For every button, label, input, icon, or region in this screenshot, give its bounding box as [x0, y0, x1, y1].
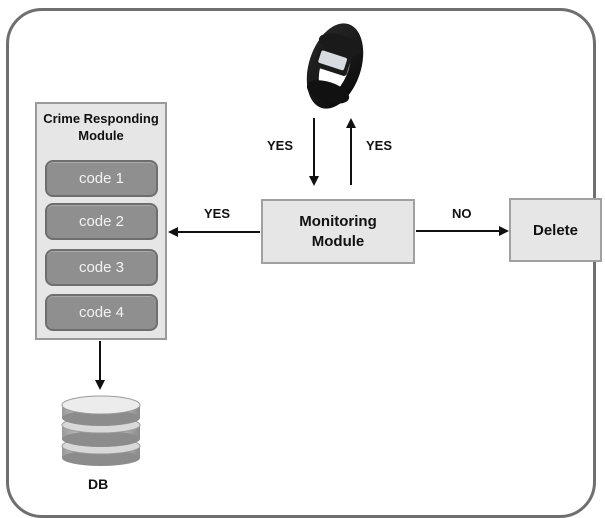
delete-label: Delete	[532, 221, 579, 239]
diagram-canvas	[61, 23, 509, 466]
edge-label-to-delete: NO	[452, 206, 472, 221]
db-label: DB	[88, 476, 109, 492]
code-3-item: code 3	[45, 249, 158, 286]
delete-box: Delete	[509, 198, 602, 262]
crime-responding-module: Crime Responding Module code 1 code 2 co…	[35, 102, 167, 340]
crime-responding-module-title: Crime Responding Module	[43, 111, 159, 143]
code-1-item: code 1	[45, 160, 158, 197]
edge-label-wearable-down: YES	[267, 138, 294, 153]
smart-band-icon	[306, 23, 364, 109]
code-4-item: code 4	[45, 294, 158, 331]
database-icon	[61, 395, 141, 466]
monitoring-module: Monitoring Module	[261, 199, 415, 264]
edge-label-wearable-up: YES	[366, 138, 393, 153]
edge-label-to-crime-module: YES	[204, 206, 231, 221]
code-2-item: code 2	[45, 203, 158, 240]
monitoring-module-label: Monitoring Module	[299, 212, 377, 250]
